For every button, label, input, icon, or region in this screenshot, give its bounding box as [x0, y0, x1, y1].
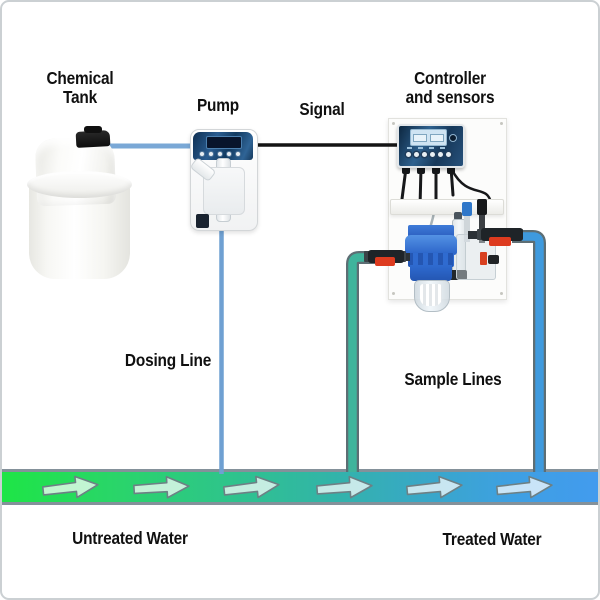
flow-arrow-icon — [222, 475, 280, 499]
sample-tap — [480, 252, 487, 265]
sample-lines-label: Sample Lines — [404, 369, 502, 389]
flow-arrow-icon — [41, 475, 99, 499]
sample-line-right — [512, 232, 544, 472]
flow-arrow-icon — [406, 475, 463, 499]
flow-arrow-icon — [316, 475, 373, 499]
sample-line-left-outline — [346, 251, 386, 472]
controller-label: Controller and sensors — [397, 69, 503, 107]
screw-icon — [392, 122, 395, 125]
sensor-probe-black — [477, 199, 487, 215]
filter-head — [405, 235, 457, 255]
controller-label-row — [407, 147, 451, 149]
controller-label-line2: and sensors — [405, 87, 495, 107]
filter-cartridge — [420, 284, 442, 306]
valve-handle-right — [489, 237, 511, 246]
valve-nut — [477, 229, 483, 240]
flow-arrow-icon — [133, 475, 190, 499]
flow-arrow-icon — [496, 475, 553, 499]
signal-label: Signal — [299, 99, 345, 119]
filter-ring — [410, 265, 452, 281]
flow-meter-fitting — [454, 212, 462, 220]
dosing-line-label: Dosing Line — [124, 350, 212, 370]
controller-power-led — [449, 134, 457, 142]
pump-buttons — [200, 152, 240, 156]
tank-cap-knob — [84, 126, 102, 133]
pump-outlet — [196, 214, 209, 228]
controller-label-line1: Controller — [414, 68, 486, 88]
pump-display — [206, 136, 242, 149]
untreated-water-label: Untreated Water — [72, 528, 188, 548]
chemical-tank-label-line1: Chemical — [46, 68, 114, 88]
screw-icon — [500, 292, 503, 295]
sensor-probe-shaft — [464, 216, 470, 242]
valve-handle-left — [375, 257, 395, 266]
valve-stub — [468, 231, 482, 239]
flow-meter-knob — [448, 270, 467, 280]
bucket-rim — [27, 171, 132, 198]
filter-collar — [408, 253, 454, 267]
controller-display — [410, 129, 447, 146]
pump-label: Pump — [196, 95, 240, 115]
sample-line-left — [348, 253, 386, 472]
controller-buttons — [406, 152, 451, 157]
sample-tap-knob — [488, 255, 499, 264]
sample-line-right-outline — [512, 230, 546, 472]
chemical-tank-label: Chemical Tank — [27, 69, 133, 107]
screw-icon — [500, 122, 503, 125]
chemical-tank-label-line2: Tank — [62, 87, 98, 107]
screw-icon — [392, 292, 395, 295]
sensor-probe-blue — [462, 202, 472, 216]
treated-water-label: Treated Water — [442, 529, 542, 549]
